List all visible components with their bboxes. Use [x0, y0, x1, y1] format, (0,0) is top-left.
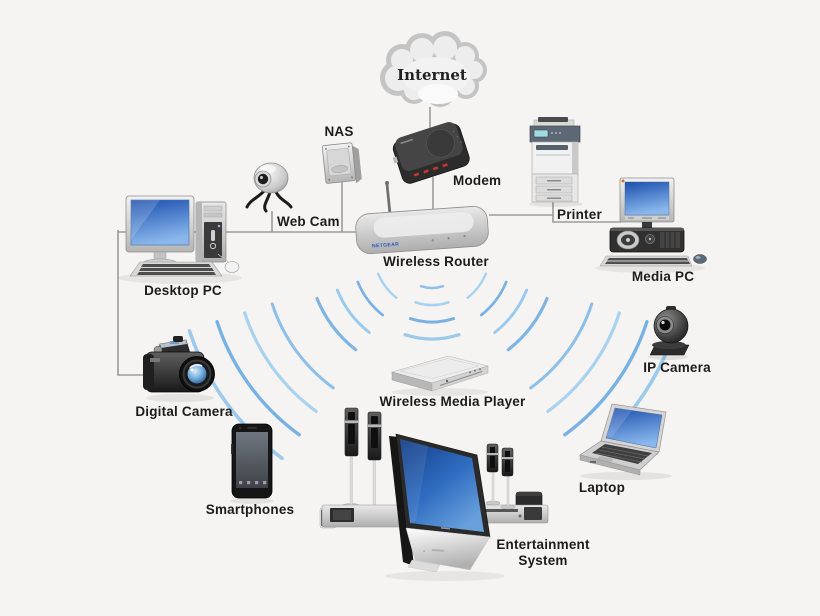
printer-device — [529, 117, 583, 207]
modem-device — [392, 122, 470, 184]
wireless-router-device: NETGEAR — [355, 181, 489, 255]
entertainment-system-label: Entertainment System — [496, 537, 590, 568]
media-pc-keyboard — [599, 255, 693, 267]
smartphone-device — [230, 423, 274, 504]
laptop-keyboard — [592, 444, 652, 464]
desktop-pc-label: Desktop PC — [144, 283, 222, 298]
laptop-label: Laptop — [578, 480, 626, 495]
web-cam-device — [245, 162, 293, 213]
laptop-screen — [605, 407, 663, 449]
tv-screen — [400, 439, 484, 532]
nas-device — [321, 142, 362, 184]
smartphone-screen — [236, 432, 268, 488]
ip-camera-label: IP Camera — [643, 360, 711, 375]
printer-label: Printer — [557, 207, 602, 222]
webcam-lens — [257, 173, 269, 185]
ip-camera-lens — [659, 319, 671, 331]
entertainment-system-device — [319, 407, 549, 581]
smartphones-label: Smartphones — [205, 502, 295, 517]
desktop-screen — [130, 199, 190, 246]
media-pc-mouse — [693, 254, 707, 264]
satellite-speakers-right — [485, 443, 516, 510]
desktop-mouse — [224, 261, 240, 273]
media-pc-device — [595, 177, 707, 273]
nas-label: NAS — [324, 124, 354, 139]
desktop-pc-device — [118, 195, 242, 284]
wireless-media-player-label: Wireless Media Player — [379, 394, 526, 409]
tower-speakers-left — [341, 407, 384, 515]
modem-label: Modem — [453, 173, 502, 188]
internet-label: Internet — [397, 66, 467, 84]
web-cam-label: Web Cam — [277, 214, 340, 229]
webcam-tripod-legs — [245, 188, 293, 213]
laptop-device — [579, 403, 672, 480]
ip-camera-device — [648, 306, 690, 360]
network-wires — [117, 107, 621, 376]
router-antenna — [385, 182, 392, 216]
media-pc-label: Media PC — [631, 269, 695, 284]
modem-leds — [413, 163, 448, 177]
flat-screen-tv — [389, 433, 491, 573]
wireless-media-player-device — [390, 355, 490, 396]
internet-cloud: Internet — [380, 31, 487, 107]
wireless-router-label: Wireless Router — [383, 254, 489, 269]
router-brand-text: NETGEAR — [372, 242, 400, 250]
digital-camera-device — [143, 336, 215, 402]
digital-camera-label: Digital Camera — [135, 404, 233, 419]
